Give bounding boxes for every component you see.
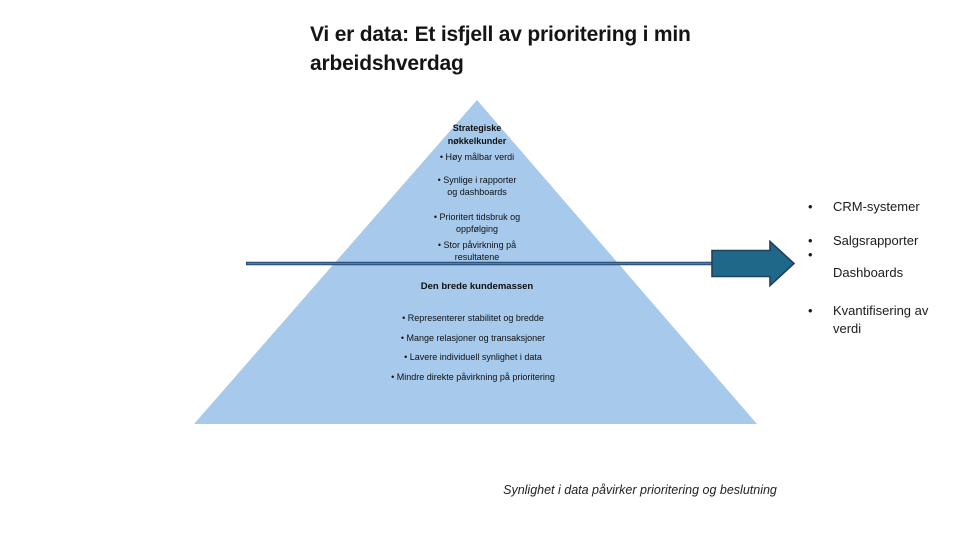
list-item-label: Dashboards [833,265,904,280]
pyramid-bottom-bullet: • Mange relasjoner og transaksjoner [400,332,546,343]
pyramid-top-bullet: • Synlige i rapporter og dashboards [437,175,517,197]
list-item: • Kvantifisering av verdi [808,302,958,337]
bullet-marker: • [808,199,813,214]
list-item: • CRM-systemer [808,198,973,216]
list-item-label [833,246,973,264]
pyramid-top-bullet: • Prioritert tidsbruk og oppfølging [433,212,521,234]
list-item-label: Salgsrapporter [833,233,919,248]
slide-title: Vi er data: Et isfjell av prioritering i… [310,23,691,75]
bullet-marker: • [808,233,813,248]
list-item: • [808,246,973,264]
slide-caption: Synlighet i data påvirker prioritering o… [503,483,777,497]
pyramid-bottom-bullet: • Lavere individuell synlighet i data [404,352,542,362]
pyramid-bottom-bullet: • Representerer stabilitet og bredde [402,313,544,323]
list-item-label: Kvantifisering av verdi [833,303,929,336]
pyramid-bottom-heading: Den brede kundemassen [420,281,534,292]
pyramid-bottom-bullet: • Mindre direkte påvirkning på prioriter… [391,371,555,382]
right-arrow-icon [711,239,796,288]
bullet-marker: • [808,247,813,262]
bullet-marker [808,264,833,282]
pyramid-top-heading: Strategiske nøkkelkunder [447,123,507,146]
bullet-marker: • [808,303,813,318]
pyramid-top-bullet: • Høy målbar verdi [439,152,515,162]
list-item: Dashboards [808,264,973,282]
list-item: • Salgsrapporter [808,232,973,250]
list-item-label: CRM-systemer [833,199,920,214]
pyramid-top-bullet: • Stor påvirkning på resultatene [437,240,517,262]
